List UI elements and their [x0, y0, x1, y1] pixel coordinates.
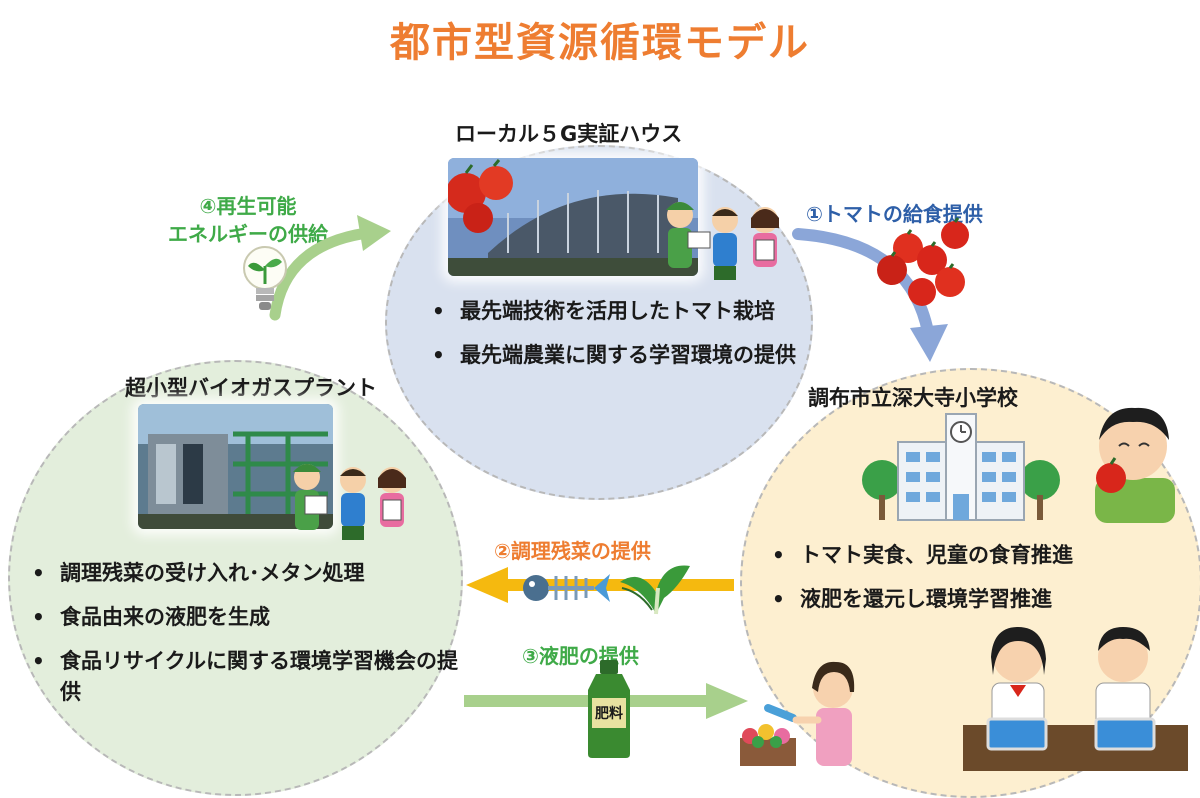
- boy-eating-tomato-illustration: [1075, 398, 1193, 527]
- plant-bullet: 食品由来の液肥を生成: [30, 602, 450, 633]
- energy-flow-label: ④再生可能 エネルギーの供給: [148, 192, 348, 248]
- school-bullet: 液肥を還元し環境学習推進: [770, 584, 1170, 615]
- fertilizer-bottle-label: 肥料: [595, 706, 623, 722]
- fertilizer-flow-arrow: [462, 680, 752, 726]
- fertilizer-bottle-icon: 肥料: [584, 660, 634, 758]
- school-bullets: トマト実食、児童の食育推進 液肥を還元し環境学習推進: [770, 540, 1170, 628]
- energy-flow-arrow: [255, 205, 395, 329]
- tomatoes-icon: [870, 217, 980, 314]
- fertilizer-flow-label: ③液肥の提供: [522, 644, 639, 668]
- house-bullets: 最先端技術を活用したトマト栽培 最先端農業に関する学習環境の提供: [430, 296, 800, 384]
- leftovers-flow-label: ②調理残菜の提供: [494, 539, 651, 563]
- greenhouse-photo: [448, 158, 698, 276]
- house-bullet: 最先端農業に関する学習環境の提供: [430, 340, 800, 371]
- plant-bullets: 調理残菜の受け入れ･メタン処理 食品由来の液肥を生成 食品リサイクルに関する環境…: [30, 558, 458, 721]
- guide-and-children-illustration: [660, 190, 790, 294]
- fish-bone-icon: [522, 568, 612, 612]
- light-bulb-sprout-icon: [242, 244, 288, 320]
- vegetable-scraps-icon: [612, 558, 702, 622]
- house-bullet: 最先端技術を活用したトマト栽培: [430, 296, 800, 327]
- plant-bullet: 食品リサイクルに関する環境学習機会の提供: [30, 646, 460, 708]
- diagram-title: 都市型資源循環モデル: [390, 20, 810, 66]
- plant-children-illustration: [285, 452, 415, 556]
- energy-flow-label-line2: エネルギーの供給: [168, 222, 328, 246]
- plant-title: 超小型バイオガスプラント: [125, 376, 377, 400]
- girl-watering-flowers-illustration: [738, 648, 873, 777]
- house-title: ローカル５G実証ハウス: [455, 122, 683, 146]
- energy-flow-label-line1: ④再生可能: [199, 194, 297, 218]
- plant-bullet: 調理残菜の受け入れ･メタン処理: [30, 558, 450, 589]
- school-title: 調布市立深大寺小学校: [808, 386, 1018, 410]
- school-bullet: トマト実食、児童の食育推進: [770, 540, 1170, 571]
- biogas-plant-photo: [138, 404, 333, 529]
- students-with-tablets-illustration: [958, 615, 1193, 779]
- school-building-icon: [858, 410, 1063, 526]
